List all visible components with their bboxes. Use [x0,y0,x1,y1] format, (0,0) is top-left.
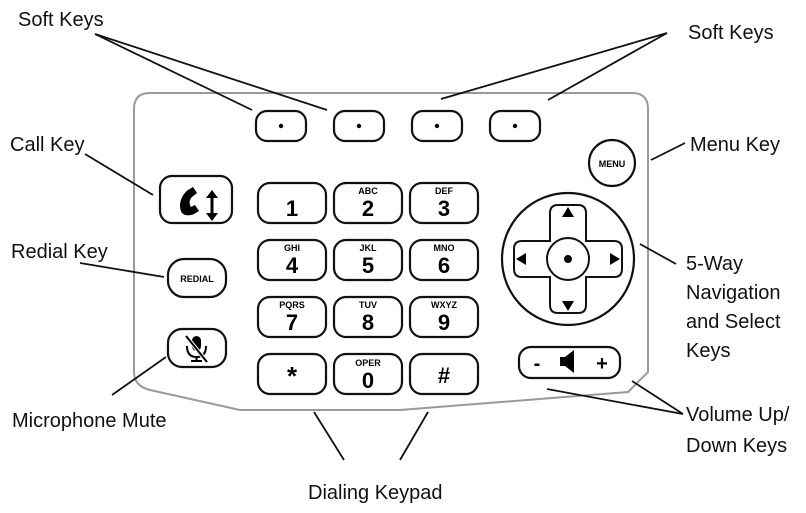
callout-nav-line-2: Navigation [686,282,781,304]
keypad-key-2[interactable]: ABC 2 [332,181,404,225]
keypad-key-0[interactable]: OPER 0 [332,352,404,396]
arrow-down-icon [562,301,574,311]
keypad-digit: 1 [286,196,298,221]
keypad-key-9[interactable]: WXYZ 9 [408,295,480,339]
keypad-letters: PQRS [279,300,305,310]
callout-nav-line-1: 5-Way [686,253,743,275]
keypad-letters: WXYZ [431,300,458,310]
navigation-cluster [500,191,636,327]
nav-up-button[interactable] [562,207,574,217]
keypad-digit: 9 [438,310,450,335]
nav-down-button[interactable] [562,301,574,311]
volume-down-label: - [534,353,541,375]
callout-call-key: Call Key [10,134,84,156]
soft-key-3[interactable] [410,109,464,143]
callout-redial-key: Redial Key [11,241,108,263]
keypad-digit: 2 [362,196,374,221]
menu-key-label: MENU [599,159,626,169]
callout-soft-keys-right: Soft Keys [688,22,774,44]
keypad-digit: # [438,363,450,388]
keypad-digit: 0 [362,368,374,393]
nav-cross-outline [513,204,623,314]
keypad-digit: 6 [438,253,450,278]
dot-icon [278,123,284,129]
keypad-digit: 7 [286,310,298,335]
redial-key-label: REDIAL [180,274,214,284]
speaker-icon [560,350,574,373]
arrow-up-icon [562,207,574,217]
callout-soft-keys-left: Soft Keys [18,9,104,31]
keypad-letters: GHI [284,243,300,253]
redial-key[interactable]: REDIAL [166,257,228,299]
callout-mic-mute: Microphone Mute [12,410,167,432]
arrow-left-icon [516,253,526,265]
select-dot-icon [564,255,572,263]
keypad-key-hash[interactable]: # [408,352,480,396]
keypad-digit: * [287,361,298,391]
volume-up-label: + [596,353,608,375]
mute-key[interactable] [166,327,228,369]
volume-key[interactable]: - + [517,345,622,380]
nav-left-button[interactable] [516,253,526,265]
callout-nav-line-4: Keys [686,340,730,362]
keypad-key-5[interactable]: JKL 5 [332,238,404,282]
nav-select-button[interactable] [546,237,590,281]
keypad-letters: OPER [355,358,381,368]
callout-dialing-keypad: Dialing Keypad [308,482,443,504]
callout-nav-line-3: and Select [686,311,781,333]
soft-key-4[interactable] [488,109,542,143]
keypad-letters: TUV [359,300,377,310]
keypad-letters: DEF [435,186,454,196]
keypad-key-1[interactable]: 1 [256,181,328,225]
soft-key-2[interactable] [332,109,386,143]
keypad-digit: 5 [362,253,374,278]
call-key[interactable] [158,174,234,225]
dot-icon [356,123,362,129]
handset-arrows-icon [180,187,218,221]
leader-lines [79,32,686,461]
dot-icon [512,123,518,129]
keypad-digit: 8 [362,310,374,335]
callout-menu-key: Menu Key [690,134,780,156]
keypad-key-3[interactable]: DEF 3 [408,181,480,225]
keypad-key-star[interactable]: * [256,352,328,396]
keypad-key-6[interactable]: MNO 6 [408,238,480,282]
arrow-right-icon [610,253,620,265]
keypad-letters: MNO [434,243,455,253]
keypad-key-8[interactable]: TUV 8 [332,295,404,339]
keypad-key-7[interactable]: PQRS 7 [256,295,328,339]
dot-icon [434,123,440,129]
soft-key-1[interactable] [254,109,308,143]
keypad-digit: 3 [438,196,450,221]
keypad-key-4[interactable]: GHI 4 [256,238,328,282]
keypad-digit: 4 [286,253,299,278]
nav-right-button[interactable] [610,253,620,265]
callout-volume-line-2: Down Keys [686,435,787,457]
keypad-letters: JKL [359,243,377,253]
microphone-slash-icon [184,334,209,364]
callout-volume-line-1: Volume Up/ [686,404,790,426]
keypad-letters: ABC [358,186,378,196]
menu-key[interactable]: MENU [587,138,637,188]
dialing-keypad: 1 ABC 2 DEF 3 GHI 4 JKL 5 MNO 6 [256,181,480,396]
